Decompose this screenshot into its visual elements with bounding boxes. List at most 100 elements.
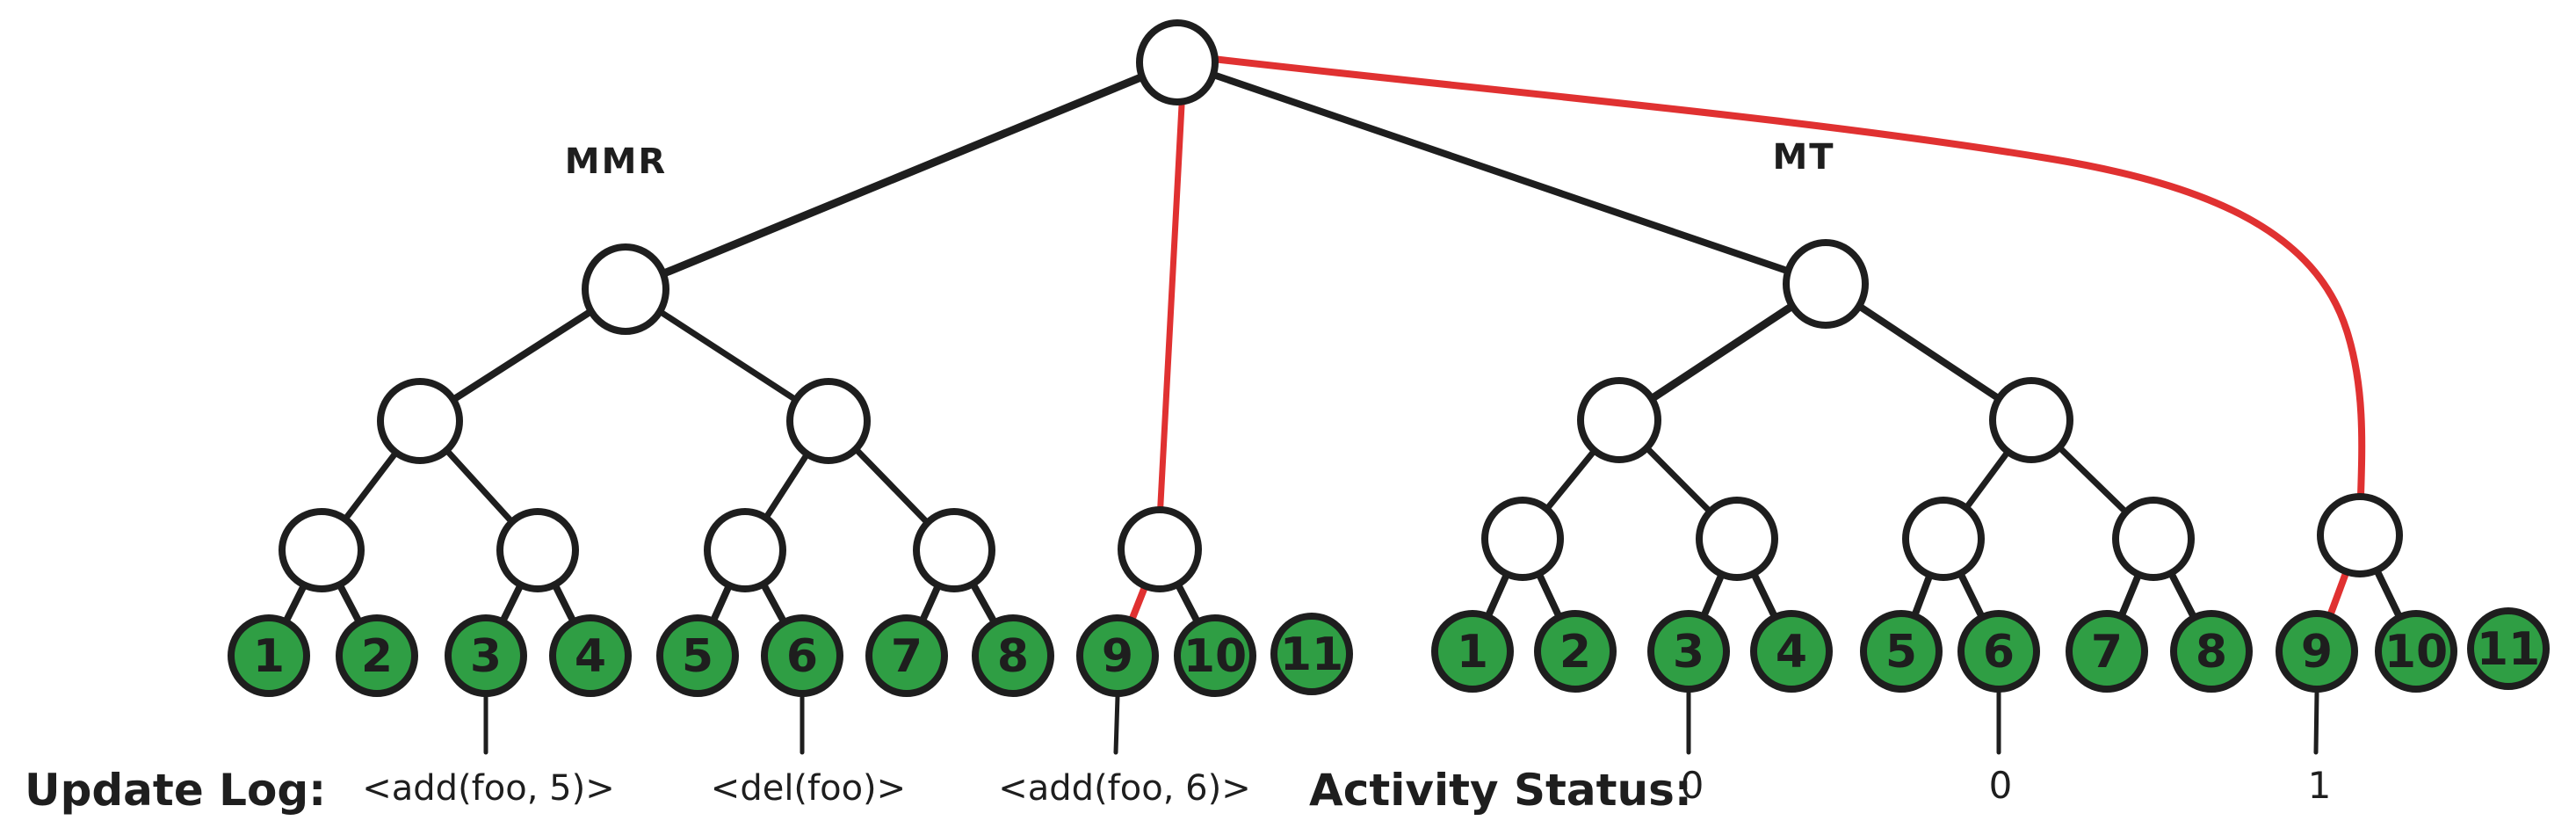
leaf-label: 2 — [1559, 626, 1591, 679]
leaf-circle — [2276, 610, 2358, 693]
leaf-node: 3 — [445, 614, 527, 697]
mmr-parent-9-10-node — [1118, 506, 1202, 592]
leaf-label: 1 — [1457, 626, 1488, 679]
leaf-node: 2 — [336, 614, 418, 697]
leaf-node: 4 — [1750, 610, 1833, 693]
leaf-node: 1 — [228, 614, 310, 697]
leaf-node: 7 — [2066, 610, 2148, 693]
leaf-label: 5 — [1885, 626, 1917, 679]
leaf-node: 5 — [656, 614, 739, 697]
leaf-circle — [656, 614, 739, 697]
leaf-node: 6 — [761, 614, 843, 697]
leaf-circle — [972, 614, 1054, 697]
update-log-entry: <add(foo, 5)> — [362, 768, 614, 809]
mt-parent-9-10-node — [2317, 493, 2403, 577]
mt-tree-label: MT — [1772, 137, 1834, 178]
leaf-node: 8 — [2170, 610, 2253, 693]
leaf-node: 5 — [1860, 610, 1943, 693]
leaf-circle — [2467, 607, 2550, 690]
leaf-label: 3 — [1673, 626, 1704, 679]
leaf-circle — [2170, 610, 2253, 693]
leaf-node: 2 — [1534, 610, 1617, 693]
leaf-node: 6 — [1957, 610, 2040, 693]
leaf-node: 7 — [865, 614, 948, 697]
leaf-circle — [549, 614, 632, 697]
leaf-circle — [1750, 610, 1833, 693]
tree-edge — [621, 58, 1182, 294]
internal-node — [2112, 497, 2195, 581]
mmr-internal-nodes — [279, 243, 1202, 592]
labels: MMR MT Update Log: <add(foo, 5)> <del(fo… — [25, 137, 2331, 816]
leaf-label: 4 — [575, 630, 606, 683]
tree-edge — [1174, 59, 1829, 287]
leaf-circle — [761, 614, 843, 697]
internal-node — [704, 508, 786, 592]
leaf-node: 4 — [549, 614, 632, 697]
leaf-label: 5 — [682, 630, 713, 683]
leaf-label: 8 — [2196, 626, 2227, 679]
leaf-node: 8 — [972, 614, 1054, 697]
leaf-label: 11 — [2477, 623, 2540, 676]
leaf-node: 11 — [2467, 607, 2550, 690]
internal-node — [1577, 377, 1661, 463]
mt-leaves: 1 2 3 4 5 6 7 8 — [1431, 607, 2550, 693]
leaf-circle — [228, 614, 310, 697]
leaf-connector-line — [1113, 693, 1120, 755]
leaf-circle — [1647, 610, 1730, 693]
leaf-label: 11 — [1280, 628, 1343, 681]
update-log-entry: <del(foo)> — [711, 768, 906, 809]
leaf-circle — [2066, 610, 2148, 693]
leaf-label: 9 — [2301, 626, 2333, 679]
leaf-circle — [1957, 610, 2040, 693]
internal-node — [786, 378, 871, 464]
leaf-circle — [445, 614, 527, 697]
internal-node — [913, 508, 995, 592]
leaf-circle — [1534, 610, 1617, 693]
leaf-label: 4 — [1776, 626, 1807, 679]
activity-status-value: 0 — [1989, 764, 2013, 807]
red-edge-root-to-mmr-parent — [1155, 69, 1187, 540]
update-log-label: Update Log: — [25, 765, 326, 816]
leaf-node: 9 — [2276, 610, 2358, 693]
leaf-label: 6 — [1983, 626, 2015, 679]
shared-root — [1136, 19, 1219, 105]
leaf-connector-line — [2313, 690, 2319, 755]
leaf-label: 1 — [253, 630, 285, 683]
mmr-tree-label: MMR — [565, 142, 667, 182]
leaf-label: 7 — [2091, 626, 2123, 679]
leaf-node: 3 — [1647, 610, 1730, 693]
mmr-leaves: 1 2 3 4 5 6 7 8 — [228, 613, 1353, 697]
leaf-label: 10 — [2384, 626, 2448, 679]
mmr-peak-node — [582, 243, 669, 335]
leaf-circle — [1860, 610, 1943, 693]
internal-node — [1902, 497, 1985, 581]
internal-node — [1481, 497, 1564, 581]
internal-node — [1696, 497, 1778, 581]
leaf-circle — [865, 614, 948, 697]
root-node — [1136, 19, 1219, 105]
leaf-node: 10 — [1174, 614, 1256, 697]
activity-status-label: Activity Status: — [1309, 765, 1692, 816]
leaf-circle — [1431, 610, 1514, 693]
leaf-node: 10 — [2375, 610, 2457, 693]
leaf-label: 8 — [997, 630, 1029, 683]
leaf-circle — [1270, 613, 1353, 695]
update-log-entry: <add(foo, 6)> — [998, 768, 1250, 809]
leaf-circle — [1076, 614, 1159, 697]
internal-node — [377, 378, 463, 464]
leaf-label: 6 — [786, 630, 818, 683]
leaf-circle — [336, 614, 418, 697]
leaf-label: 3 — [470, 630, 502, 683]
leaf-node: 9 — [1076, 614, 1159, 697]
annotation-connectors — [483, 690, 2319, 755]
leaf-circle — [1174, 614, 1256, 697]
leaf-circle — [2375, 610, 2457, 693]
leaf-node: 1 — [1431, 610, 1514, 693]
internal-node — [279, 508, 365, 592]
activity-status-value: 1 — [2308, 764, 2332, 807]
leaf-label: 9 — [1102, 630, 1133, 683]
internal-node — [496, 508, 579, 592]
leaf-label: 10 — [1183, 630, 1247, 683]
activity-status-value: 0 — [1681, 764, 1704, 807]
